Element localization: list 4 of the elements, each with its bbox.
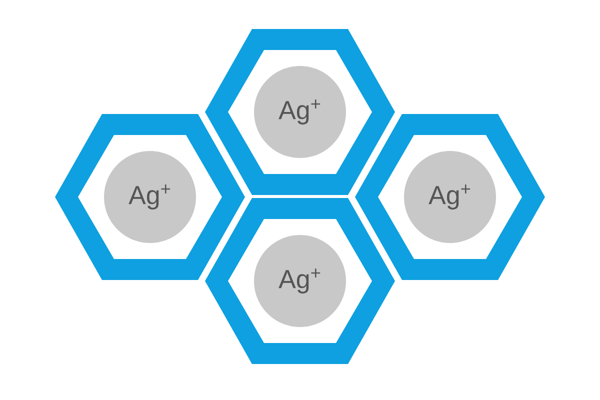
hexagon-cell: Ag$^{+}$ bbox=[355, 114, 545, 280]
hexagon-cell: Ag$^{+}$ bbox=[205, 29, 395, 195]
hexagon-cell: Ag$^{+}$ bbox=[55, 114, 245, 280]
hexagon-cell: Ag$^{+}$ bbox=[205, 198, 395, 364]
